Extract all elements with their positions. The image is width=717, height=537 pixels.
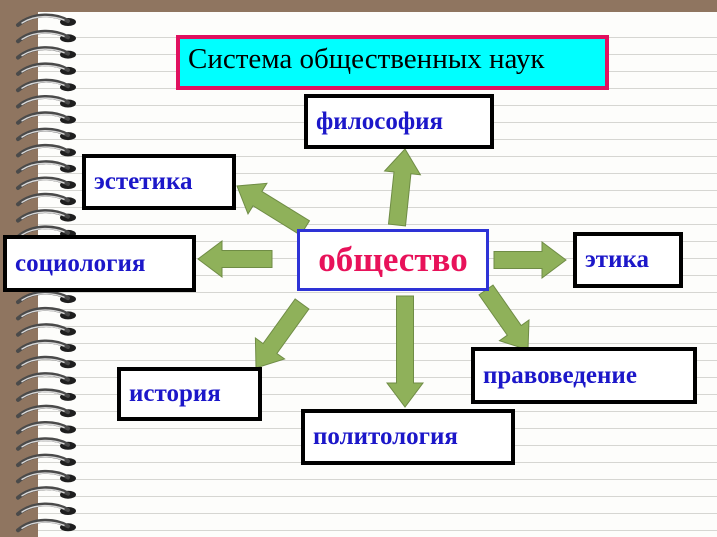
node-law: правоведение (471, 347, 697, 404)
arrow-to-philosophy (385, 149, 421, 226)
node-society: общество (297, 229, 489, 291)
arrow-to-ethics (494, 242, 566, 278)
arrow-to-sociology (198, 241, 272, 277)
arrow-to-history (255, 299, 309, 368)
node-sociology: социология (3, 235, 196, 292)
node-ethics: этика (573, 232, 683, 288)
node-history: история (117, 367, 262, 421)
arrow-to-law (479, 285, 529, 350)
node-aesthetics: эстетика (82, 154, 236, 210)
node-philosophy: философия (304, 94, 494, 149)
diagram-title: Система общественных наук (176, 35, 609, 90)
node-politology: политология (301, 409, 515, 465)
arrow-to-politology (387, 296, 423, 407)
arrow-to-aesthetics (237, 183, 310, 235)
